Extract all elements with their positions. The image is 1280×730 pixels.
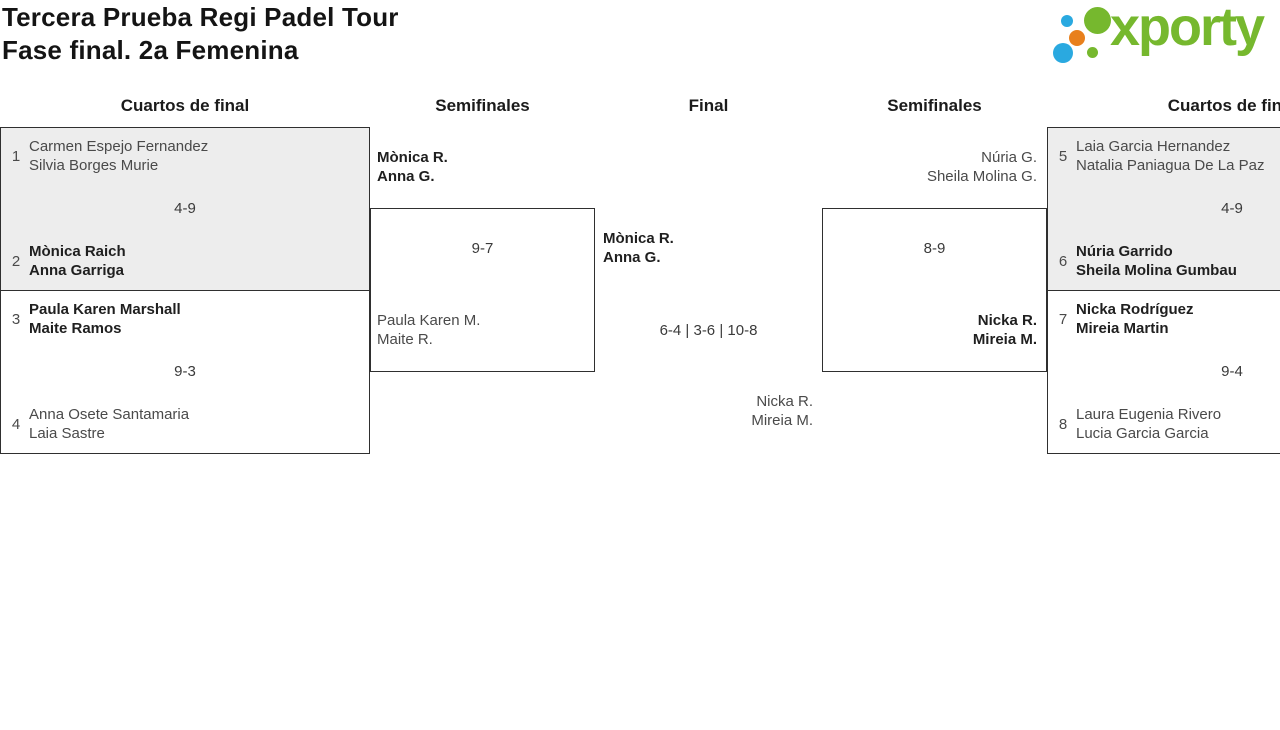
- match-box-qf2: 3 Paula Karen Marshall Maite Ramos 9-3 4…: [0, 290, 370, 454]
- player-name: Nicka R.: [977, 312, 1037, 329]
- match-box-sf-left: [370, 208, 595, 372]
- seed-number: 1: [11, 147, 21, 165]
- player-name: Mònica R.: [603, 230, 674, 247]
- seed-number: 7: [1058, 310, 1068, 328]
- player-name: Paula Karen Marshall: [29, 301, 181, 318]
- team-entry: 1 Carmen Espejo Fernandez Silvia Borges …: [9, 137, 361, 175]
- team-names: Laia Garcia Hernandez Natalia Paniagua D…: [1076, 137, 1264, 175]
- seed-number: 4: [11, 415, 21, 433]
- player-name: Núria Garrido: [1076, 243, 1173, 260]
- player-name: Laia Sastre: [29, 425, 105, 442]
- sf-right-bottom-team: Nicka R. Mireia M.: [973, 311, 1037, 349]
- player-name: Sheila Molina G.: [926, 168, 1037, 185]
- team-entry: 7 Nicka Rodríguez Mireia Martin: [1056, 300, 1280, 338]
- team-entry: 3 Paula Karen Marshall Maite Ramos: [9, 300, 361, 338]
- seed-number: 6: [1058, 252, 1068, 270]
- team-names: Nicka Rodríguez Mireia Martin: [1076, 300, 1194, 338]
- team-entry: 2 Mònica Raich Anna Garriga: [9, 242, 361, 280]
- team-names: Núria Garrido Sheila Molina Gumbau: [1076, 242, 1237, 280]
- final-score: 6-4 | 3-6 | 10-8: [659, 322, 758, 339]
- logo-dot-icon: [1084, 7, 1111, 34]
- final-winner-team: Mònica R. Anna G.: [603, 229, 674, 267]
- player-name: Nicka Rodríguez: [1076, 301, 1194, 318]
- seed-number: 2: [11, 252, 21, 270]
- team-entry: 5 Laia Garcia Hernandez Natalia Paniagua…: [1056, 137, 1280, 175]
- player-name: Mireia M.: [972, 331, 1037, 348]
- round-header-semifinals-right: Semifinales: [887, 96, 982, 115]
- player-name: Carmen Espejo Fernandez: [29, 138, 209, 155]
- player-name: Anna Garriga: [29, 262, 125, 279]
- player-name: Laia Garcia Hernandez: [1076, 138, 1231, 155]
- team-names: Anna Osete Santamaria Laia Sastre: [29, 405, 189, 443]
- player-name: Sheila Molina Gumbau: [1076, 262, 1237, 279]
- team-entry: 4 Anna Osete Santamaria Laia Sastre: [9, 405, 361, 443]
- tournament-name: Tercera Prueba Regi Padel Tour: [2, 2, 399, 32]
- team-entry: 8 Laura Eugenia Rivero Lucia Garcia Garc…: [1056, 405, 1280, 443]
- match-score: 9-7: [471, 240, 494, 257]
- match-box-qf3: 5 Laia Garcia Hernandez Natalia Paniagua…: [1047, 127, 1280, 291]
- team-names: Mònica Raich Anna Garriga: [29, 242, 126, 280]
- player-name: Lucia Garcia Garcia: [1076, 425, 1209, 442]
- logo-dot-icon: [1053, 43, 1073, 63]
- sf-left-bottom-team: Paula Karen M. Maite R.: [377, 311, 480, 349]
- match-box-sf-right: [822, 208, 1047, 372]
- match-score: 8-9: [923, 240, 946, 257]
- match-box-qf4: 7 Nicka Rodríguez Mireia Martin 9-4 8 La…: [1047, 290, 1280, 454]
- seed-number: 3: [11, 310, 21, 328]
- player-name: Anna G.: [377, 168, 435, 185]
- player-name: Mireia Martin: [1076, 320, 1169, 337]
- player-name: Natalia Paniagua De La Paz: [1076, 157, 1265, 174]
- sf-right-top-team: Núria G. Sheila Molina G.: [927, 148, 1037, 186]
- phase-name: Fase final. 2a Femenina: [2, 35, 299, 65]
- match-score: 9-3: [174, 363, 196, 380]
- match-score: 4-9: [1221, 200, 1243, 217]
- logo-dot-icon: [1087, 47, 1098, 58]
- player-name: Anna Osete Santamaria: [29, 406, 190, 423]
- seed-number: 8: [1058, 415, 1068, 433]
- round-header-semifinals-left: Semifinales: [435, 96, 530, 115]
- team-names: Carmen Espejo Fernandez Silvia Borges Mu…: [29, 137, 208, 175]
- player-name: Mireia M.: [751, 412, 813, 429]
- logo-dot-icon: [1061, 15, 1073, 27]
- player-name: Núria G.: [981, 149, 1037, 166]
- player-name: Laura Eugenia Rivero: [1076, 406, 1222, 423]
- player-name: Mònica R.: [377, 149, 448, 166]
- match-score: 4-9: [174, 200, 196, 217]
- player-name: Maite Ramos: [29, 320, 122, 337]
- match-box-qf1: 1 Carmen Espejo Fernandez Silvia Borges …: [0, 127, 370, 291]
- match-score: 9-4: [1221, 363, 1243, 380]
- seed-number: 5: [1058, 147, 1068, 165]
- team-entry: 6 Núria Garrido Sheila Molina Gumbau: [1056, 242, 1280, 280]
- player-name: Nicka R.: [756, 393, 813, 410]
- team-names: Paula Karen Marshall Maite Ramos: [29, 300, 181, 338]
- round-header-quarterfinals-left: Cuartos de final: [120, 96, 250, 115]
- player-name: Paula Karen M.: [377, 312, 481, 329]
- player-name: Silvia Borges Murie: [29, 157, 159, 174]
- player-name: Mònica Raich: [29, 243, 126, 260]
- final-loser-team: Nicka R. Mireia M.: [751, 392, 813, 430]
- round-header-quarterfinals-right: Cuartos de final: [1167, 96, 1280, 115]
- logo-dot-icon: [1069, 30, 1085, 46]
- page-title: Tercera Prueba Regi Padel Tour Fase fina…: [2, 1, 399, 67]
- team-names: Laura Eugenia Rivero Lucia Garcia Garcia: [1076, 405, 1221, 443]
- round-header-final: Final: [688, 96, 729, 115]
- xporty-logo: xporty: [1110, 0, 1265, 57]
- player-name: Anna G.: [603, 249, 661, 266]
- player-name: Maite R.: [377, 331, 433, 348]
- sf-left-top-team: Mònica R. Anna G.: [377, 148, 448, 186]
